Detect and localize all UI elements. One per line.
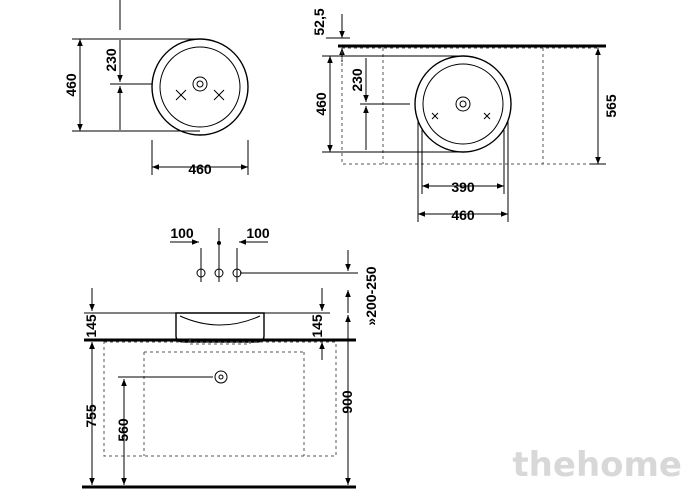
side-inner-width-label: 390 (451, 179, 475, 195)
tap-marker-middle-icon (214, 268, 224, 278)
side-drain-inner (459, 100, 467, 108)
side-drain-outer (455, 96, 471, 112)
tap-marker-left-icon (196, 268, 206, 278)
side-offset-top-label: 52,5 (311, 8, 327, 35)
front-tap-right-label: 100 (246, 225, 270, 241)
front-basin-height-right-label: 145 (309, 314, 325, 338)
side-depth-label: 565 (603, 94, 619, 118)
drain-outer (192, 76, 208, 92)
front-drain-height-label: 560 (115, 418, 131, 442)
top-height-total-label: 460 (63, 73, 79, 97)
drain-inner (196, 80, 204, 88)
front-view: 100 100 »200-250 145 145 755 560 900 (82, 225, 379, 489)
side-height-total-label: 460 (313, 92, 329, 116)
faucet-handle-right-icon (213, 89, 225, 101)
front-basin-height-left-label: 145 (83, 314, 99, 338)
side-faucet-right-icon (483, 112, 491, 120)
tap-marker-center-icon (217, 241, 221, 245)
faucet-handle-left-icon (175, 89, 187, 101)
front-cabinet-height-label: 755 (83, 404, 99, 428)
front-tap-left-label: 100 (170, 225, 194, 241)
side-basin-outer (414, 55, 512, 153)
front-basin (175, 312, 265, 343)
top-height-center-label: 230 (103, 48, 119, 72)
watermark-text: thehome (512, 445, 682, 485)
side-height-center-label: 230 (349, 68, 365, 92)
side-outer-width-label: 460 (451, 207, 475, 223)
front-drain-inner (218, 374, 224, 380)
top-width-label: 460 (188, 161, 212, 177)
side-view: 52,5 460 230 565 390 460 (311, 8, 619, 223)
basin-inner-rim (159, 46, 241, 128)
side-basin-inner (422, 63, 504, 145)
top-view: 460 230 460 (63, 0, 249, 177)
front-total-height-label: 900 (339, 390, 355, 414)
front-drain-outer (214, 370, 228, 384)
front-cabinet-outline (103, 341, 337, 457)
side-faucet-left-icon (431, 112, 439, 120)
front-tap-height-label: »200-250 (363, 266, 379, 325)
